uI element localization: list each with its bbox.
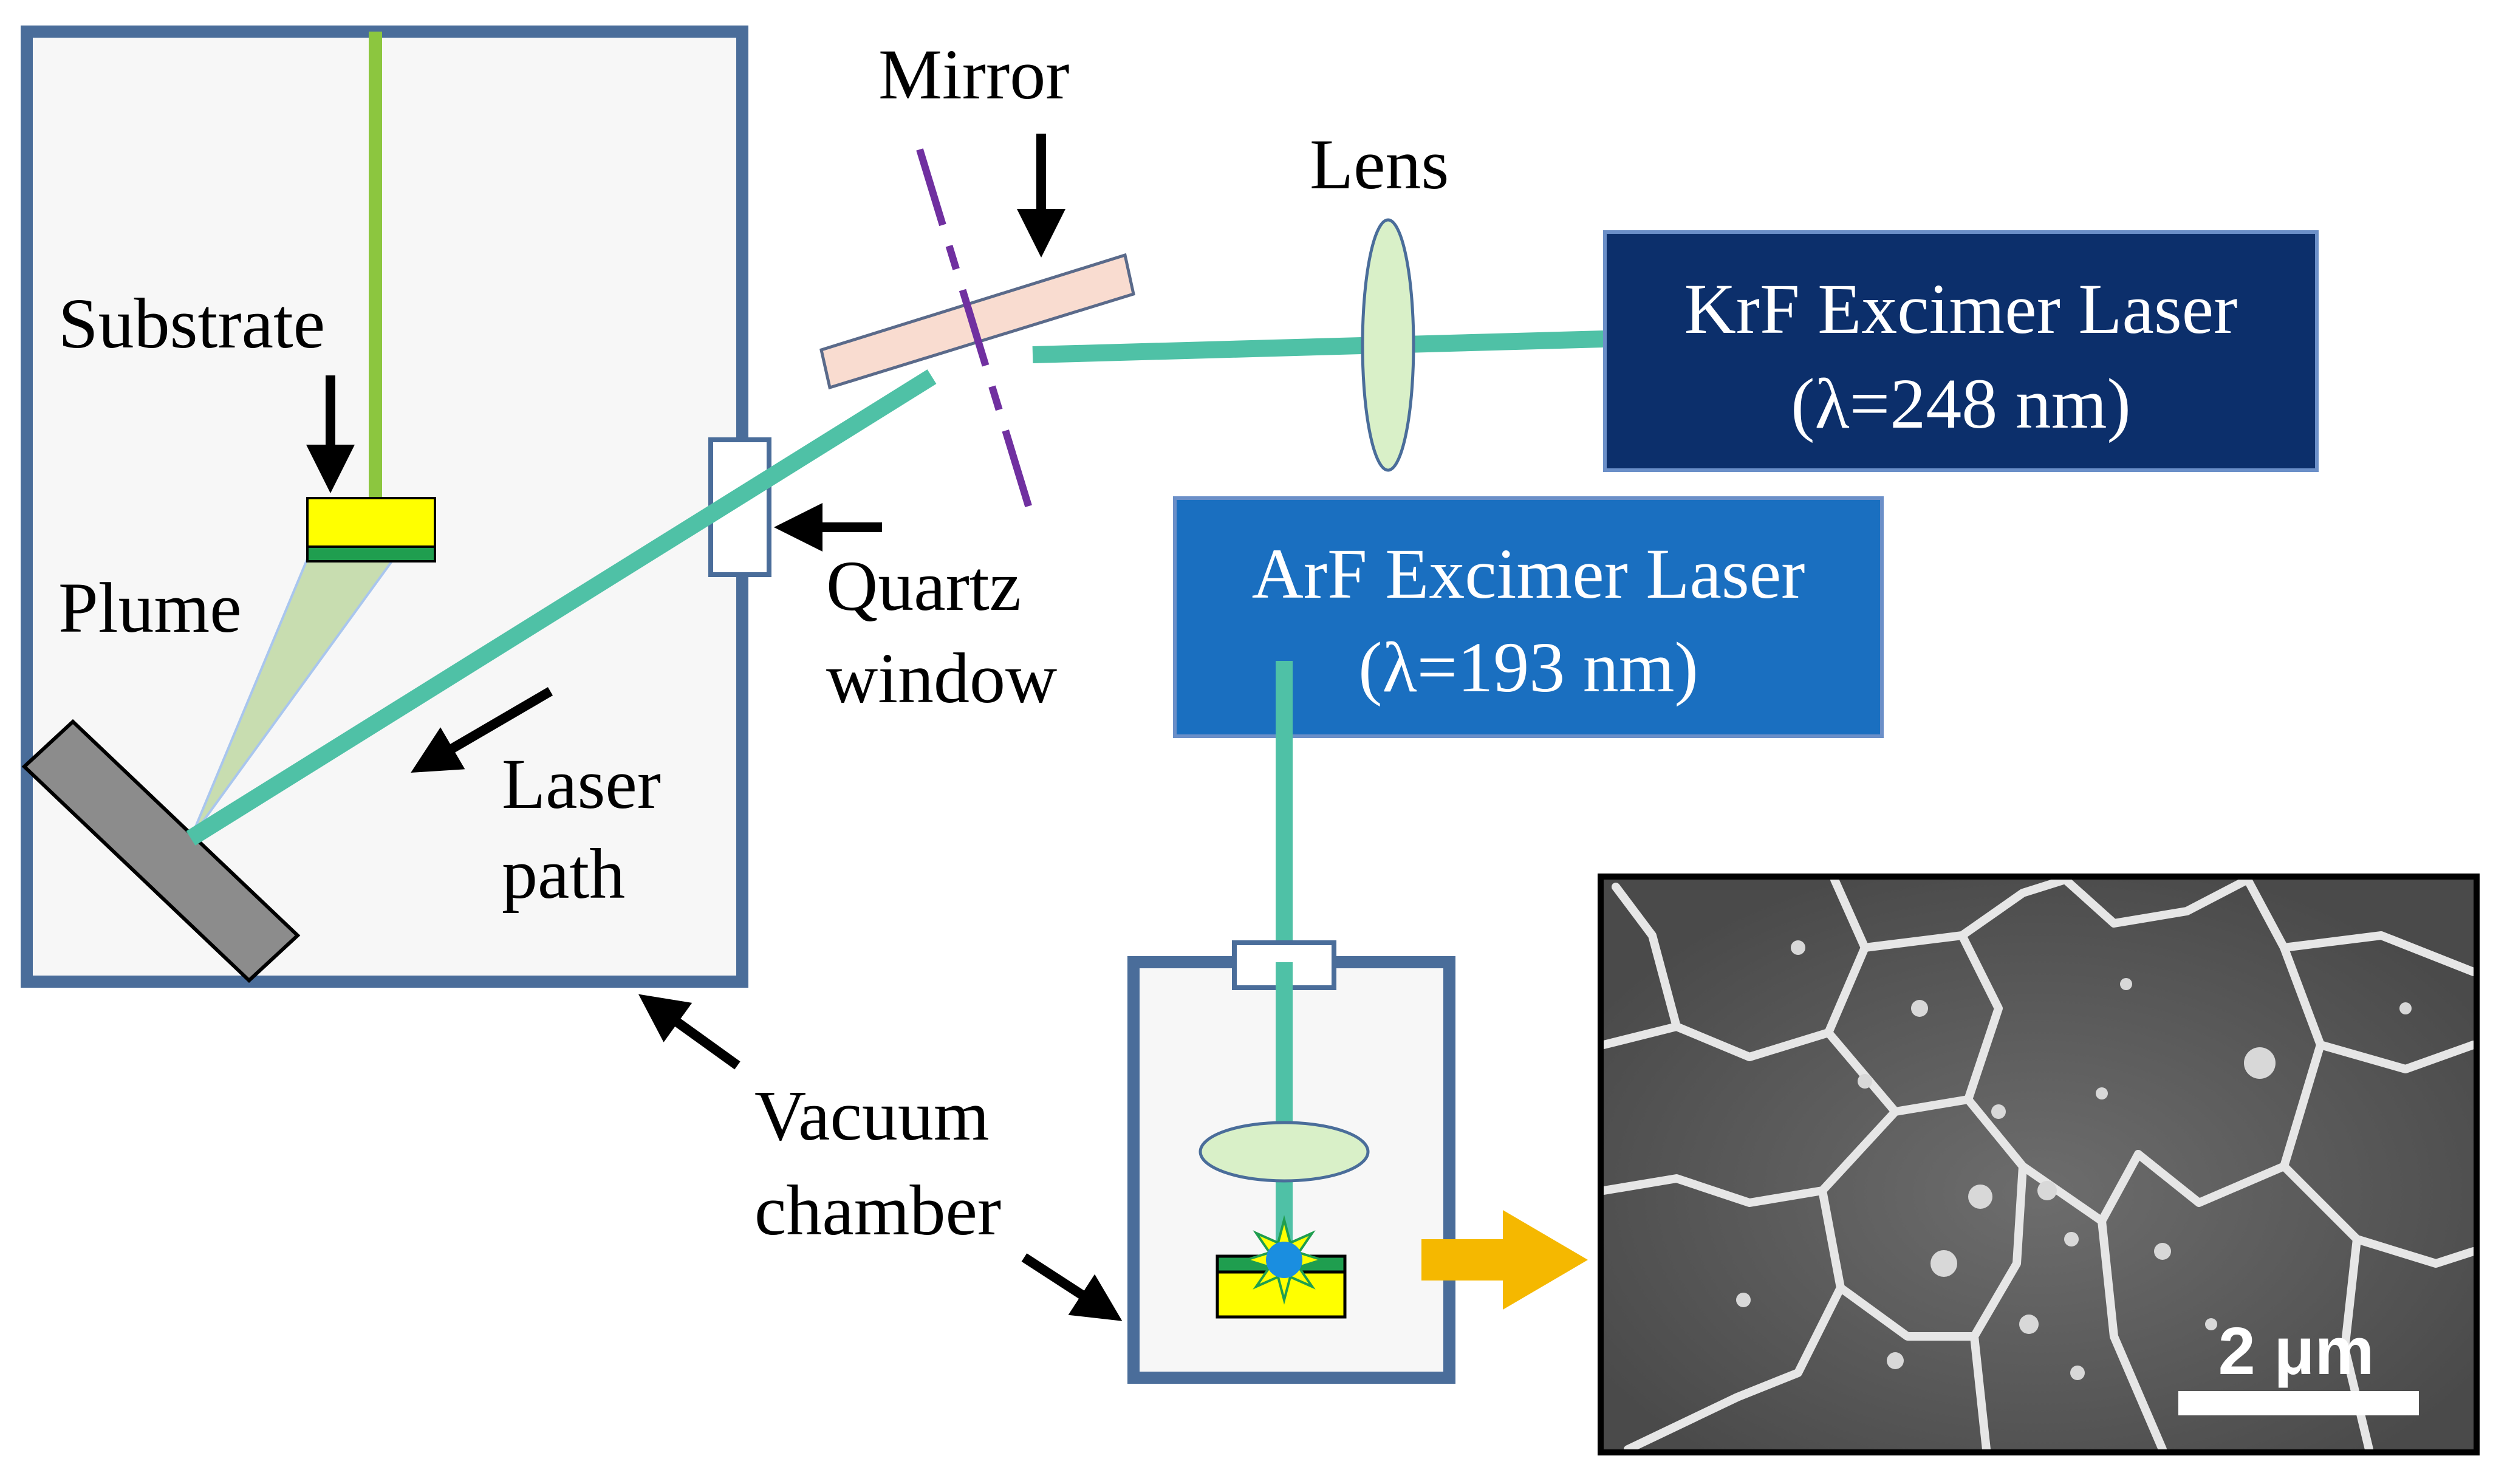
quartz-window-label-line1: Quartz	[826, 546, 1021, 626]
laser-path-arrow-icon	[411, 687, 553, 773]
scale-bar-label: 2 μm	[2218, 1314, 2375, 1389]
vacuum-chamber-label-line2: chamber	[754, 1171, 1001, 1250]
arf-laser: ArF Excimer Laser (λ=193 nm)	[1173, 496, 1884, 738]
beam-krf-to-mirror	[1032, 330, 1604, 363]
krf-laser-wavelength: (λ=248 nm)	[1791, 364, 2131, 443]
arf-laser-wavelength: (λ=193 nm)	[1358, 627, 1698, 707]
arf-laser-name: ArF Excimer Laser	[1252, 534, 1805, 614]
vacuum-main-arrow-icon	[638, 994, 740, 1070]
vacuum-small-arrow-icon	[1021, 1253, 1123, 1321]
beam-into-chamber	[186, 369, 937, 846]
plume-label: Plume	[58, 568, 242, 648]
krf-laser: KrF Excimer Laser (λ=248 nm)	[1603, 230, 2319, 472]
output-arrow-icon	[1421, 1210, 1588, 1310]
small-vacuum-chamber	[1127, 940, 1455, 1384]
krf-laser-name: KrF Excimer Laser	[1684, 269, 2238, 349]
substrate-label: Substrate	[58, 284, 325, 363]
mirror-normal-line	[916, 148, 1033, 509]
mirror-label: Mirror	[878, 35, 1070, 114]
krf-laser-box	[1603, 230, 2319, 472]
laser-path-label-line2: path	[502, 834, 625, 914]
ablation-spot-icon	[1266, 1242, 1302, 1278]
sem-grain-boundaries	[1604, 880, 2474, 1449]
mirror	[819, 148, 1135, 509]
focusing-lens	[1361, 218, 1415, 472]
small-chamber-lens	[1199, 1121, 1370, 1183]
target-block	[21, 719, 301, 983]
sem-particles	[1736, 940, 2412, 1380]
scale-bar	[2178, 1391, 2419, 1415]
substrate	[306, 497, 436, 562]
quartz-window-label-line2: window	[826, 638, 1057, 718]
lens-label: Lens	[1310, 125, 1449, 204]
vacuum-chamber-label-line1: Vacuum	[754, 1076, 990, 1155]
pointer-arrows	[306, 134, 1123, 1321]
laser-path-label-line1: Laser	[502, 744, 661, 824]
sem-micrograph: 2 μm	[1598, 874, 2480, 1455]
substrate-holder-rod	[369, 32, 382, 498]
